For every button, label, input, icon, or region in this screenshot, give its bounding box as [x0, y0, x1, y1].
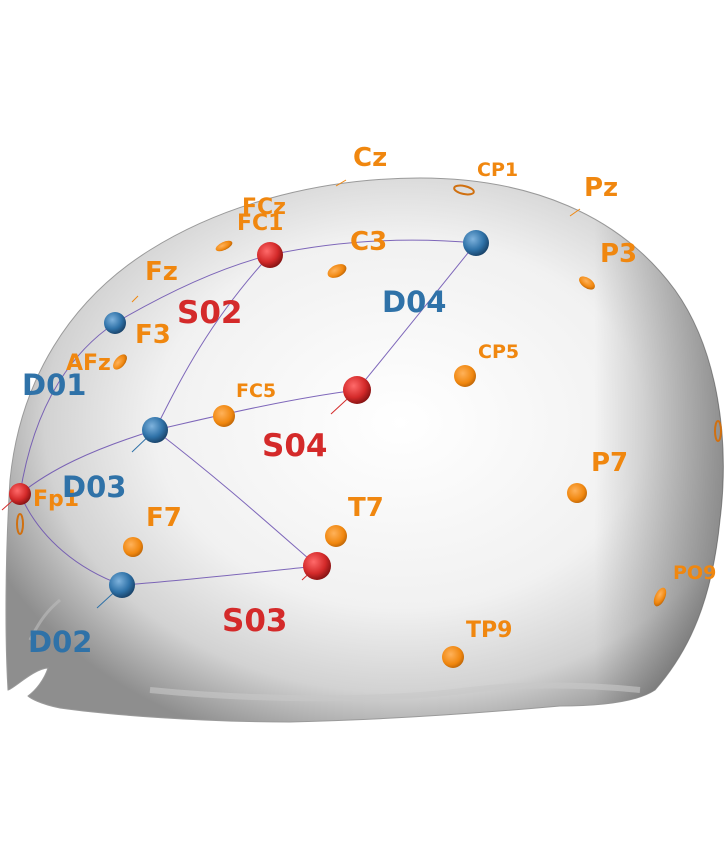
detector-labels: D01 D02 D03 D04	[22, 285, 446, 659]
detector-optodes	[104, 230, 489, 598]
channel-line	[269, 239, 477, 256]
electrode-marker	[653, 587, 667, 607]
source-label-s04: S04	[262, 428, 327, 464]
electrode-label-fp1: Fp1	[33, 487, 79, 512]
electrode-label-cp1: CP1	[477, 159, 518, 181]
electrode-label-c3: C3	[350, 227, 387, 257]
source-optode-s03	[303, 552, 331, 580]
electrode-marker	[567, 483, 587, 503]
detector-optode-d02	[109, 572, 135, 598]
electrode-marker	[123, 537, 143, 557]
channel-line	[19, 429, 156, 495]
electrode-marker	[113, 354, 127, 370]
electrode-marker	[325, 525, 347, 547]
electrode-label-fcz: FCz	[242, 195, 286, 220]
electrode-label-fz: Fz	[145, 257, 178, 287]
channel-lines	[19, 239, 477, 586]
source-optode-fp1	[9, 483, 31, 505]
electrode-markers	[16, 184, 722, 668]
channel-line	[356, 242, 477, 391]
electrode-marker	[714, 420, 722, 442]
channel-line	[154, 254, 271, 431]
detector-optode-d04	[463, 230, 489, 256]
channel-line	[121, 565, 318, 586]
electrode-marker	[579, 276, 595, 290]
electrode-label-po9: PO9	[673, 562, 716, 584]
electrode-marker	[327, 264, 347, 278]
head-model	[5, 177, 724, 723]
electrode-marker	[454, 365, 476, 387]
source-optode-s04	[343, 376, 371, 404]
electrode-label-afz: AFz	[66, 351, 111, 376]
electrode-marker	[442, 646, 464, 668]
electrode-marker	[215, 240, 233, 252]
electrode-label-fc1: FC1	[237, 211, 283, 236]
electrode-label-p7: P7	[591, 448, 628, 478]
electrode-labels: Cz CP1 Pz FCz FC1 C3 P3 Fz F3 AFz CP5 FC…	[33, 143, 716, 643]
electrode-label-fc5: FC5	[236, 380, 276, 402]
electrode-marker	[213, 405, 235, 427]
detector-label-d02: D02	[28, 625, 92, 659]
electrode-label-f3: F3	[135, 320, 171, 350]
electrode-label-pz: Pz	[584, 173, 618, 203]
electrode-marker	[16, 513, 24, 535]
electrode-label-cz: Cz	[353, 143, 387, 173]
detector-label-d03: D03	[62, 470, 126, 504]
electrode-marker	[453, 184, 475, 196]
channel-line	[19, 493, 123, 586]
detector-optode-d01	[104, 312, 126, 334]
channel-line	[114, 254, 271, 324]
detector-label-d01: D01	[22, 368, 86, 402]
source-label-s02: S02	[177, 295, 242, 331]
source-labels: S02 S03 S04	[177, 295, 327, 639]
source-optodes	[9, 242, 371, 580]
detector-label-d04: D04	[382, 285, 446, 319]
electrode-label-tp9: TP9	[466, 618, 512, 643]
source-label-s03: S03	[222, 603, 287, 639]
source-optode-s02	[257, 242, 283, 268]
detector-optode-d03	[142, 417, 168, 443]
electrode-label-p3: P3	[600, 239, 637, 269]
electrode-label-f7: F7	[146, 503, 182, 533]
electrode-label-t7: T7	[348, 493, 384, 523]
electrode-label-cp5: CP5	[478, 341, 519, 363]
channel-line	[154, 389, 358, 431]
channel-line	[19, 322, 116, 495]
channel-line	[154, 429, 318, 567]
